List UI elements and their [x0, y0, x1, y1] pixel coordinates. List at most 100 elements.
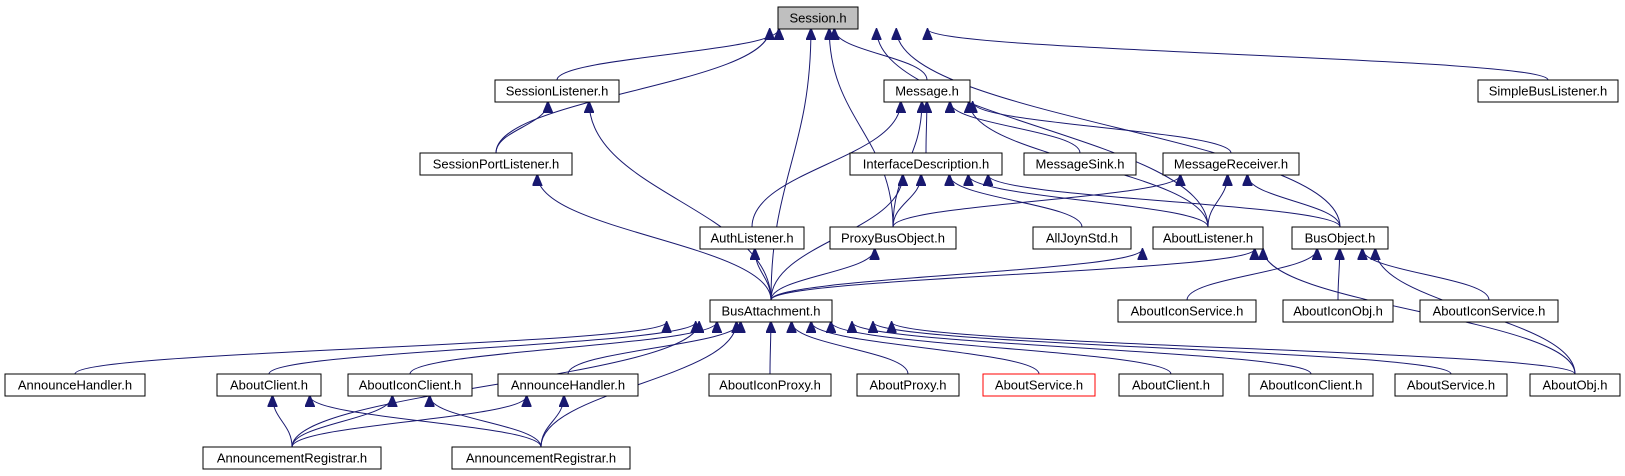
node-aboutobj[interactable]: AboutObj.h [1529, 373, 1621, 397]
node-aboutlistener[interactable]: AboutListener.h [1152, 226, 1264, 250]
node-abouticonservice2[interactable]: AboutIconService.h [1419, 299, 1559, 323]
node-box-aboutproxy[interactable] [856, 373, 960, 397]
node-authlistener[interactable]: AuthListener.h [699, 226, 805, 250]
node-box-interfacedescription[interactable] [849, 152, 1003, 176]
node-label-alljoynstd: AllJoynStd.h [1046, 231, 1118, 246]
node-box-abouticonservice2[interactable] [1419, 299, 1559, 323]
node-abouticonservice1[interactable]: AboutIconService.h [1117, 299, 1257, 323]
node-box-authlistener[interactable] [699, 226, 805, 250]
node-session[interactable]: Session.h [777, 6, 859, 30]
node-messagesink[interactable]: MessageSink.h [1023, 152, 1137, 176]
node-box-abouticonclient2[interactable] [1248, 373, 1374, 397]
node-label-aboutobj: AboutObj.h [1542, 378, 1607, 393]
edge-aboutclient1-to-busattachment [268, 322, 696, 375]
node-box-simplebuslistener[interactable] [1477, 79, 1619, 103]
node-box-messagereceiver[interactable] [1162, 152, 1300, 176]
node-label-busattachment: BusAttachment.h [722, 304, 821, 319]
node-label-abouticonservice1: AboutIconService.h [1131, 304, 1244, 319]
edge-abouticonservice2-to-busobject [1362, 249, 1490, 301]
node-aboutproxy[interactable]: AboutProxy.h [856, 373, 960, 397]
node-label-aboutproxy: AboutProxy.h [869, 378, 946, 393]
node-box-session[interactable] [777, 6, 859, 30]
node-box-announcementregistrar1[interactable] [202, 446, 382, 470]
node-box-abouticonproxy[interactable] [708, 373, 832, 397]
edge-announcementregistrar2-to-announcehandler2 [540, 396, 564, 448]
node-label-aboutlistener: AboutListener.h [1163, 231, 1253, 246]
node-alljoynstd[interactable]: AllJoynStd.h [1032, 226, 1132, 250]
node-simplebuslistener[interactable]: SimpleBusListener.h [1477, 79, 1619, 103]
edge-proxybusobject-to-session [829, 29, 894, 228]
edge-abouticonobj-to-busobject [1338, 249, 1340, 301]
node-announcementregistrar1[interactable]: AnnouncementRegistrar.h [202, 446, 382, 470]
edge-proxybusobject-to-messagereceiver [892, 175, 1180, 228]
node-label-proxybusobject: ProxyBusObject.h [841, 231, 945, 246]
node-label-interfacedescription: InterfaceDescription.h [863, 157, 989, 172]
node-box-announcehandler2[interactable] [497, 373, 639, 397]
node-abouticonobj[interactable]: AboutIconObj.h [1282, 299, 1394, 323]
node-label-abouticonservice2: AboutIconService.h [1433, 304, 1546, 319]
node-box-abouticonservice1[interactable] [1117, 299, 1257, 323]
node-abouticonproxy[interactable]: AboutIconProxy.h [708, 373, 832, 397]
node-box-abouticonclient1[interactable] [347, 373, 473, 397]
edge-busattachment-to-sessionportlistener [537, 175, 772, 301]
node-box-abouticonobj[interactable] [1282, 299, 1394, 323]
node-box-aboutlistener[interactable] [1152, 226, 1264, 250]
node-box-aboutservice1[interactable] [982, 373, 1096, 397]
edge-messagereceiver-to-message [973, 102, 1232, 154]
edge-sessionportlistener-to-session [495, 29, 770, 154]
node-label-aboutclient2: AboutClient.h [1132, 378, 1210, 393]
node-label-authlistener: AuthListener.h [710, 231, 793, 246]
node-announcementregistrar2[interactable]: AnnouncementRegistrar.h [451, 446, 631, 470]
edge-busattachment-to-proxybusobject [770, 249, 875, 301]
node-sessionlistener[interactable]: SessionListener.h [494, 79, 620, 103]
edge-authlistener-to-message [751, 102, 901, 228]
node-box-announcementregistrar2[interactable] [451, 446, 631, 470]
node-busobject[interactable]: BusObject.h [1291, 226, 1389, 250]
node-announcehandler2[interactable]: AnnounceHandler.h [497, 373, 639, 397]
node-label-sessionlistener: SessionListener.h [506, 84, 609, 99]
node-aboutclient2[interactable]: AboutClient.h [1118, 373, 1224, 397]
edge-announcementregistrar1-to-aboutclient1 [272, 396, 293, 448]
node-box-aboutclient2[interactable] [1118, 373, 1224, 397]
node-label-messagereceiver: MessageReceiver.h [1174, 157, 1288, 172]
edge-abouticonclient1-to-busattachment [409, 322, 717, 375]
node-box-sessionportlistener[interactable] [419, 152, 573, 176]
node-aboutclient1[interactable]: AboutClient.h [216, 373, 322, 397]
node-messagereceiver[interactable]: MessageReceiver.h [1162, 152, 1300, 176]
node-proxybusobject[interactable]: ProxyBusObject.h [829, 226, 957, 250]
node-box-aboutclient1[interactable] [216, 373, 322, 397]
node-abouticonclient1[interactable]: AboutIconClient.h [347, 373, 473, 397]
edge-busattachment-to-aboutlistener [770, 249, 1142, 301]
edge-aboutservice2-to-busattachment [873, 322, 1452, 375]
node-box-announcehandler1[interactable] [4, 373, 146, 397]
node-box-alljoynstd[interactable] [1032, 226, 1132, 250]
node-message[interactable]: Message.h [883, 79, 971, 103]
node-box-proxybusobject[interactable] [829, 226, 957, 250]
node-aboutservice1[interactable]: AboutService.h [982, 373, 1096, 397]
node-box-busobject[interactable] [1291, 226, 1389, 250]
node-announcehandler1[interactable]: AnnounceHandler.h [4, 373, 146, 397]
node-box-aboutservice2[interactable] [1394, 373, 1508, 397]
node-box-message[interactable] [883, 79, 971, 103]
node-aboutservice2[interactable]: AboutService.h [1394, 373, 1508, 397]
node-box-messagesink[interactable] [1023, 152, 1137, 176]
node-abouticonclient2[interactable]: AboutIconClient.h [1248, 373, 1374, 397]
node-box-busattachment[interactable] [709, 299, 833, 323]
node-box-aboutobj[interactable] [1529, 373, 1621, 397]
node-busattachment[interactable]: BusAttachment.h [709, 299, 833, 323]
node-label-abouticonclient1: AboutIconClient.h [359, 378, 462, 393]
node-sessionportlistener[interactable]: SessionPortListener.h [419, 152, 573, 176]
edge-messagesink-to-message [950, 102, 1081, 154]
edge-aboutservice1-to-busattachment [811, 322, 1040, 375]
node-interfacedescription[interactable]: InterfaceDescription.h [849, 152, 1003, 176]
edges-layer [74, 29, 1576, 448]
edge-alljoynstd-to-interfacedescription [949, 175, 1083, 228]
node-label-announcementregistrar2: AnnouncementRegistrar.h [466, 451, 616, 466]
node-box-sessionlistener[interactable] [494, 79, 620, 103]
edge-announcementregistrar1-to-busattachment [291, 322, 699, 448]
node-label-announcehandler1: AnnounceHandler.h [18, 378, 132, 393]
edge-busobject-to-messagereceiver [1247, 175, 1341, 228]
edge-busattachment-to-session [770, 29, 811, 301]
